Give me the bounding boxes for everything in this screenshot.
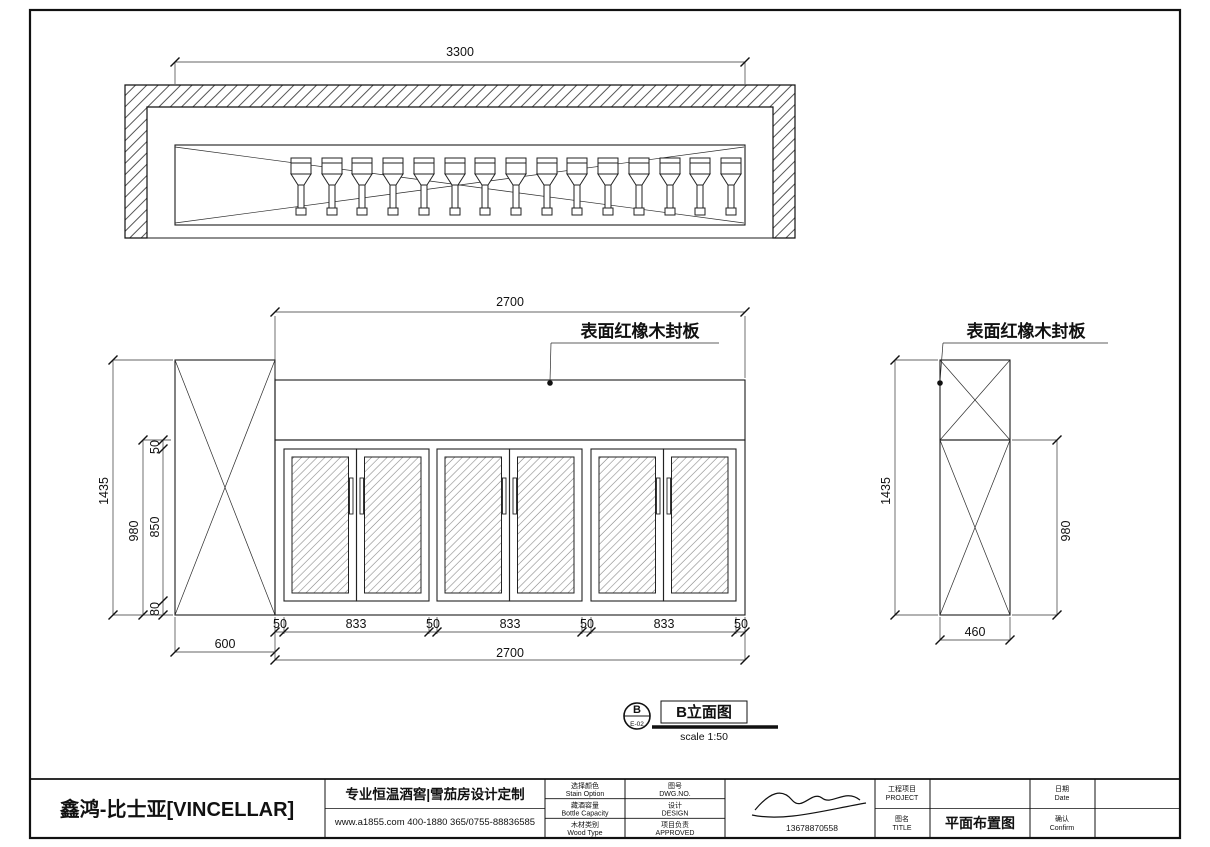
elev-cab-height-dim: 980 xyxy=(127,521,141,542)
section-letter: B xyxy=(633,704,641,716)
confirm-label-cn: 确认 xyxy=(1055,814,1069,823)
signature-phone: 13678870558 xyxy=(786,823,838,833)
title-label-en: TITLE xyxy=(892,825,911,832)
side-depth-dim: 460 xyxy=(965,625,986,639)
wine-bottle xyxy=(413,157,435,216)
chain-dim: 833 xyxy=(346,617,367,631)
elev-kick-dim: 80 xyxy=(148,602,162,616)
view-scale: scale 1:50 xyxy=(680,731,728,743)
oak-top-board xyxy=(274,379,746,441)
chain-dim: 50 xyxy=(273,617,287,631)
elev-left-width-dim: 600 xyxy=(215,637,236,651)
bottle-capacity-label-en: Bottle Capacity xyxy=(561,811,609,818)
chain-dim: 833 xyxy=(654,617,675,631)
stain-option-label-cn: 选择颜色 xyxy=(571,781,599,790)
glass-door-pair xyxy=(590,448,737,602)
wine-bottle xyxy=(659,157,681,216)
company-name: 鑫鸿-比士亚[VINCELLAR] xyxy=(60,797,294,821)
title-label-cn: 图名 xyxy=(895,814,909,823)
wine-bottle xyxy=(474,157,496,216)
elev-door-height-dim: 850 xyxy=(148,517,162,538)
oak-label-side: 表面红橡木封板 xyxy=(967,321,1087,341)
bottle-capacity-label-cn: 藏酒容量 xyxy=(571,801,599,810)
dwg-no-label-cn: 图号 xyxy=(668,782,682,790)
side-body-section xyxy=(939,439,1011,616)
chain-dim: 833 xyxy=(500,617,521,631)
wine-bottle xyxy=(290,157,312,216)
wine-bottle xyxy=(597,157,619,216)
wood-type-label-en: Wood Type xyxy=(567,830,602,837)
glass-door-pair xyxy=(436,448,583,602)
plan-view: 3300 xyxy=(124,45,796,239)
stain-option-label-en: Stain Option xyxy=(566,791,605,798)
wine-bottle xyxy=(505,157,527,216)
signature xyxy=(751,792,867,818)
oak-label-elevation: 表面红橡木封板 xyxy=(581,321,701,341)
confirm-label-en: Confirm xyxy=(1050,825,1075,832)
project-label-en: PROJECT xyxy=(886,795,919,802)
date-label-cn: 日期 xyxy=(1055,785,1069,793)
project-label-cn: 工程项目 xyxy=(888,784,916,793)
cabinet-body xyxy=(274,439,746,616)
elev-top-dim: 2700 xyxy=(496,295,524,309)
view-marker: B E-02 B立面图 scale 1:50 xyxy=(623,700,778,743)
wine-bottle xyxy=(351,157,373,216)
chain-dim: 50 xyxy=(580,617,594,631)
plan-width-dim: 3300 xyxy=(446,45,474,59)
elev-rail-dim: 50 xyxy=(148,440,162,454)
drawing-title: 平面布置图 xyxy=(945,815,1015,831)
chain-dim: 50 xyxy=(734,617,748,631)
approved-label-en: APPROVED xyxy=(656,830,695,837)
wine-bottle xyxy=(536,157,558,216)
title-block: 鑫鸿-比士亚[VINCELLAR] 专业恒温酒窖|雪茄房设计定制 www.a18… xyxy=(30,778,1180,838)
company-contact: www.a1855.com 400-1880 365/0755-88836585 xyxy=(334,817,535,828)
wine-bottle xyxy=(720,157,742,216)
sheet-border xyxy=(28,8,1182,840)
leader-dot xyxy=(547,380,553,386)
elev-bottom-dim: 2700 xyxy=(496,646,524,660)
section-ref: E-02 xyxy=(630,721,644,728)
leader-dot xyxy=(937,380,943,386)
rack-outline xyxy=(174,144,746,226)
wine-bottle xyxy=(689,157,711,216)
wine-bottle xyxy=(566,157,588,216)
elev-total-height-dim: 1435 xyxy=(97,477,111,505)
date-label-en: Date xyxy=(1055,795,1070,802)
view-title: B立面图 xyxy=(676,703,732,721)
wine-bottle xyxy=(382,157,404,216)
elevation-view: 表面红橡木封板 2700 1435 980 50 850 80 xyxy=(97,295,751,666)
side-cab-height-dim: 980 xyxy=(1059,521,1073,542)
hatched-wall xyxy=(124,84,796,239)
side-total-height-dim: 1435 xyxy=(879,477,893,505)
design-label-cn: 设计 xyxy=(668,801,682,810)
approved-label-cn: 项目负责 xyxy=(661,820,689,829)
wine-bottle xyxy=(321,157,343,216)
chain-dim: 50 xyxy=(426,617,440,631)
view-title-box xyxy=(660,700,748,724)
glass-door-pair xyxy=(283,448,430,602)
wine-bottle xyxy=(628,157,650,216)
design-label-en: DESIGN xyxy=(662,811,689,818)
dwg-no-label-en: DWG.NO. xyxy=(659,791,691,798)
wood-type-label-cn: 木材类别 xyxy=(571,820,599,829)
side-view: 表面红橡木封板 1435 980 460 xyxy=(879,321,1108,646)
company-tagline: 专业恒温酒窖|雪茄房设计定制 xyxy=(345,786,524,802)
